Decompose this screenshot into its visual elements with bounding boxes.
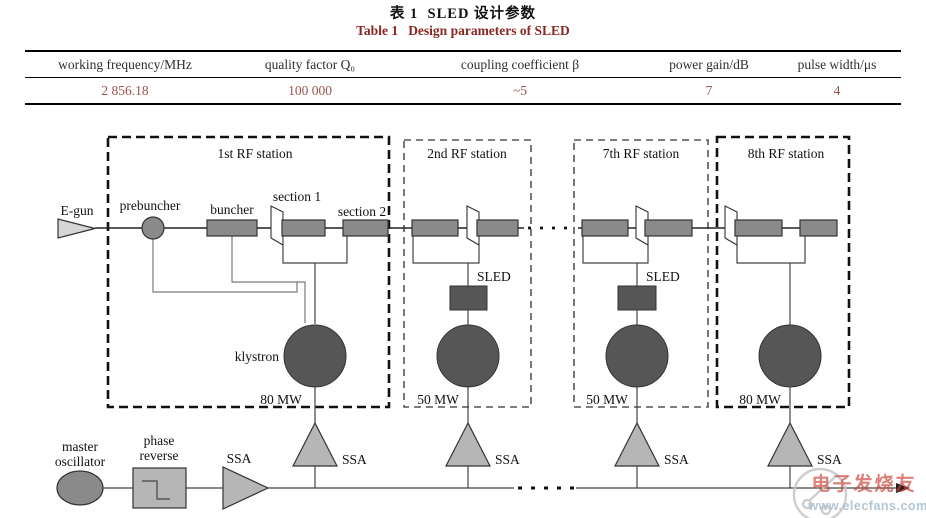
watermark-plug-cord bbox=[809, 473, 839, 501]
column-header: quality factor Q₀ bbox=[264, 56, 356, 72]
klystron-label: klystron bbox=[235, 349, 280, 364]
table-cell: 4 bbox=[833, 82, 841, 98]
rf-station-8-box bbox=[715, 135, 851, 409]
buncher-label: buncher bbox=[210, 202, 254, 217]
station-7-waveguide-bracket bbox=[582, 235, 649, 264]
buncher-block bbox=[206, 219, 258, 237]
drive-line-arrowhead bbox=[896, 483, 910, 493]
master-oscillator bbox=[56, 470, 104, 506]
station-7-power-label: 50 MW bbox=[586, 392, 628, 407]
rf-station-2-label: 2nd RF station bbox=[427, 146, 507, 161]
watermark-brand-text: 电子发烧友 bbox=[811, 472, 916, 495]
phase-reverse-label-line1: phase bbox=[144, 433, 175, 448]
table-cell: 100 000 bbox=[288, 82, 332, 98]
watermark: 电子发烧友 www.elecfans.com bbox=[792, 467, 926, 518]
table-cell: 2 856.18 bbox=[101, 82, 149, 98]
station-1-ssa-label: SSA bbox=[342, 452, 367, 467]
table-caption-en: Table 1 Design parameters of SLED bbox=[356, 23, 570, 38]
egun-label: E-gun bbox=[61, 203, 94, 218]
station-8-coupler-flag bbox=[724, 205, 738, 246]
station-2-waveguide-bracket bbox=[412, 235, 480, 264]
section-1-label: section 1 bbox=[273, 189, 321, 204]
prebuncher-cavity bbox=[141, 216, 165, 240]
station-8-section-block bbox=[734, 219, 783, 237]
phase-step-symbol bbox=[142, 480, 170, 500]
station-2-klystron bbox=[436, 324, 500, 388]
column-header: coupling coefficient β bbox=[460, 56, 580, 72]
station-7-sled-label: SLED bbox=[646, 269, 680, 284]
section-2-label: section 2 bbox=[338, 204, 386, 219]
watermark-plug-dot bbox=[820, 504, 832, 516]
section-2-block bbox=[342, 219, 389, 237]
station-7-section-block bbox=[644, 219, 693, 237]
station-7-section-block bbox=[581, 219, 629, 237]
column-header: pulse width/μs bbox=[797, 56, 877, 72]
driver-ssa-amplifier bbox=[222, 466, 270, 510]
station-8-waveguide-bracket bbox=[736, 236, 806, 264]
table-cell: 7 bbox=[705, 82, 713, 98]
station-2-coupler-flag bbox=[466, 205, 480, 246]
linac-schematic: 1st RF station 2nd RF station 7th RF sta… bbox=[55, 135, 926, 518]
station-2-sled-cavity bbox=[449, 285, 488, 311]
watermark-plug-dot bbox=[801, 498, 813, 510]
master-oscillator-label-line2: oscillator bbox=[55, 454, 106, 469]
master-oscillator-label-line1: master bbox=[62, 439, 98, 454]
station-1-klystron bbox=[283, 324, 347, 388]
station-8-power-label: 80 MW bbox=[739, 392, 781, 407]
station-2-sled-label: SLED bbox=[477, 269, 511, 284]
station-2-power-label: 50 MW bbox=[417, 392, 459, 407]
rf-station-7-label: 7th RF station bbox=[603, 146, 680, 161]
station-1-coupler-flag bbox=[270, 205, 284, 246]
column-header: power gain/dB bbox=[669, 56, 749, 72]
phase-reverse-box bbox=[132, 467, 187, 509]
station-1-power-label: 80 MW bbox=[260, 392, 302, 407]
watermark-logo-circle bbox=[792, 467, 848, 518]
phase-reverse-label-line2: reverse bbox=[140, 448, 179, 463]
station-7-klystron bbox=[605, 324, 669, 388]
station-8-klystron bbox=[758, 324, 822, 388]
buncher-feed-line bbox=[231, 236, 306, 323]
table-caption-cn: 表 1 SLED 设计参数 bbox=[389, 6, 537, 22]
table-cell: ~5 bbox=[512, 82, 528, 98]
station-2-section-block bbox=[476, 219, 519, 237]
station-2-ssa-label: SSA bbox=[495, 452, 520, 467]
parameters-table: working frequency/MHz quality factor Q₀ … bbox=[25, 50, 901, 105]
rf-station-8-label: 8th RF station bbox=[748, 146, 825, 161]
station-1-ssa-amplifier bbox=[292, 421, 338, 467]
egun-triangle bbox=[57, 218, 96, 239]
station-7-sled-cavity bbox=[617, 285, 657, 311]
rf-station-1-label: 1st RF station bbox=[217, 146, 292, 161]
station-2-section-block bbox=[411, 219, 459, 237]
station-1-waveguide-bracket bbox=[282, 236, 348, 264]
rf-station-7-box bbox=[573, 139, 709, 408]
station-8-section-block bbox=[799, 219, 838, 237]
column-header: working frequency/MHz bbox=[58, 56, 192, 72]
station-8-ssa-label: SSA bbox=[817, 452, 842, 467]
table-value-row: 2 856.18 100 000 ~5 7 4 bbox=[25, 78, 901, 103]
watermark-url-text: www.elecfans.com bbox=[807, 499, 926, 513]
station-2-ssa-amplifier bbox=[445, 421, 491, 467]
station-7-ssa-amplifier bbox=[614, 421, 660, 467]
driver-ssa-label: SSA bbox=[227, 451, 252, 466]
prebuncher-label: prebuncher bbox=[120, 198, 181, 213]
prebuncher-feed-line bbox=[152, 239, 298, 293]
rf-station-1-box bbox=[106, 135, 391, 409]
section-1-block bbox=[281, 219, 326, 237]
station-8-ssa-amplifier bbox=[767, 421, 813, 467]
station-7-ssa-label: SSA bbox=[664, 452, 689, 467]
table-header-row: working frequency/MHz quality factor Q₀ … bbox=[25, 52, 901, 78]
